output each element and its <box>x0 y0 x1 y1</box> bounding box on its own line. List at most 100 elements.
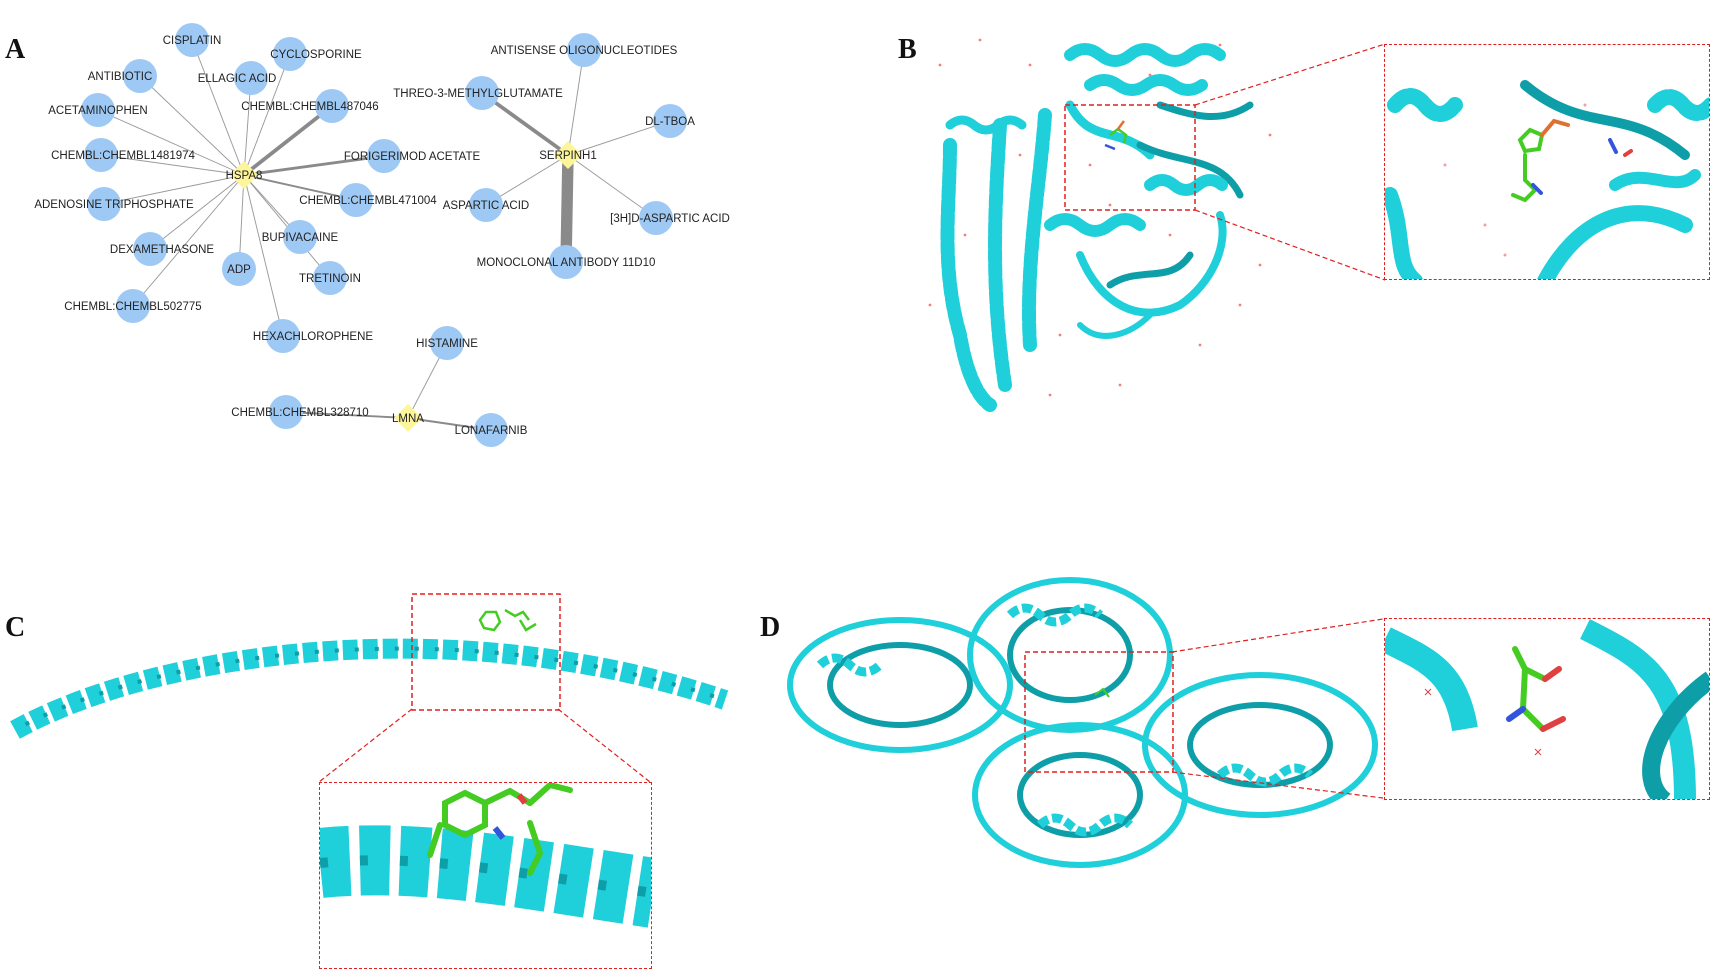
drug-node-label: ADP <box>227 264 251 276</box>
drug-node-label: ASPARTIC ACID <box>443 200 530 212</box>
drug-node-circle <box>339 183 373 217</box>
drug-node-circle <box>269 395 303 429</box>
panel-c-protein-structure <box>10 593 729 739</box>
edge-hspa8-cyclosporine <box>243 53 291 176</box>
drug-node-lonafarnib: LONAFARNIB <box>455 413 528 447</box>
panel-label-a: A <box>5 34 26 65</box>
drug-node-label: ACETAMINOPHEN <box>48 105 147 117</box>
edge-hspa8-dexamethasone <box>149 174 245 250</box>
drug-node-circle <box>474 413 508 447</box>
target-node-diamond <box>554 141 582 169</box>
target-node-diamond <box>394 404 422 432</box>
drug-node-circle <box>653 104 687 138</box>
panel-d-protein-structure <box>787 577 1378 868</box>
drug-node-circle <box>175 23 209 57</box>
drug-node-bupivacaine: BUPIVACAINE <box>262 220 339 254</box>
drug-node-circle <box>465 76 499 110</box>
drug-node-label: CHEMBL:CHEMBL487046 <box>241 101 378 113</box>
drug-node-label: ELLAGIC ACID <box>198 73 277 85</box>
target-node-hspa8: HSPA8 <box>226 161 263 189</box>
drug-node-tretinoin: TRETINOIN <box>299 261 361 295</box>
panel-b-zoom-inset <box>1384 44 1710 280</box>
edge-serpinh1-mab11d10 <box>560 154 574 263</box>
target-node-label: HSPA8 <box>226 170 263 182</box>
drug-node-chembl502775: CHEMBL:CHEMBL502775 <box>64 289 202 323</box>
drug-node-label: TRETINOIN <box>299 273 361 285</box>
panel-label-c: C <box>5 612 26 643</box>
edge-hspa8-atp <box>103 174 245 205</box>
drug-node-circle <box>234 61 268 95</box>
edge-serpinh1-h3aspartic <box>567 154 657 219</box>
drug-node-dltboa: DL-TBOA <box>645 104 695 138</box>
drug-node-circle <box>313 261 347 295</box>
drug-node-adp: ADP <box>222 252 256 286</box>
drug-node-label: DEXAMETHASONE <box>110 244 214 256</box>
panel-label-b: B <box>898 34 917 65</box>
drug-node-dexamethasone: DEXAMETHASONE <box>110 232 214 266</box>
drug-node-label: CHEMBL:CHEMBL1481974 <box>51 150 195 162</box>
edge-hspa8-forigerimod <box>243 154 385 177</box>
drug-node-circle <box>116 289 150 323</box>
drug-node-circle <box>549 245 583 279</box>
panel-b-zoom-lines <box>1195 43 1385 281</box>
target-node-lmna: LMNA <box>392 404 424 432</box>
drug-node-circle <box>430 326 464 360</box>
drug-node-label: CISPLATIN <box>163 35 222 47</box>
edge-hspa8-cisplatin <box>191 39 245 176</box>
drug-node-threo: THREO-3-METHYLGLUTAMATE <box>393 76 563 110</box>
drug-node-acetaminophen: ACETAMINOPHEN <box>48 93 148 127</box>
drug-node-histamine: HISTAMINE <box>416 326 478 360</box>
drug-node-label: [3H]D-ASPARTIC ACID <box>610 213 730 225</box>
target-node-label: SERPINH1 <box>539 150 597 162</box>
drug-node-circle <box>315 89 349 123</box>
drug-node-label: BUPIVACAINE <box>262 232 339 244</box>
drug-node-circle <box>367 139 401 173</box>
edge-hspa8-antibiotic <box>139 75 245 176</box>
panel-b-protein-structure <box>928 38 1272 412</box>
drug-node-antisense: ANTISENSE OLIGONUCLEOTIDES <box>491 33 678 67</box>
drug-node-label: THREO-3-METHYLGLUTAMATE <box>393 88 563 100</box>
drug-node-hexachlorophene: HEXACHLOROPHENE <box>253 319 373 353</box>
panel-label-d: D <box>760 612 781 643</box>
drug-node-cyclosporine: CYCLOSPORINE <box>270 37 362 71</box>
edge-hspa8-chembl1481974 <box>100 154 245 176</box>
edge-lmna-chembl328710 <box>285 411 409 419</box>
drug-node-circle <box>266 319 300 353</box>
drug-node-label: HISTAMINE <box>416 338 478 350</box>
target-node-serpinh1: SERPINH1 <box>539 141 597 169</box>
drug-node-label: CHEMBL:CHEMBL328710 <box>231 407 368 419</box>
drug-node-chembl471004: CHEMBL:CHEMBL471004 <box>299 183 437 217</box>
edge-hspa8-acetaminophen <box>97 109 245 176</box>
edge-serpinh1-antisense <box>567 49 585 156</box>
drug-node-circle <box>567 33 601 67</box>
drug-node-circle <box>87 187 121 221</box>
drug-node-circle <box>222 252 256 286</box>
drug-node-label: DL-TBOA <box>645 116 695 128</box>
drug-node-cisplatin: CISPLATIN <box>163 23 222 57</box>
edge-serpinh1-dltboa <box>567 120 671 156</box>
drug-node-label: MONOCLONAL ANTIBODY 11D10 <box>477 257 656 269</box>
network-edges <box>97 39 671 431</box>
drug-node-forigerimod: FORIGERIMOD ACETATE <box>344 139 480 173</box>
panel-d-zoom-lines <box>1172 618 1384 799</box>
drug-node-circle <box>123 59 157 93</box>
drug-node-circle <box>273 37 307 71</box>
drug-node-label: ADENOSINE TRIPHOSPHATE <box>34 199 194 211</box>
panel-c-zoom-lines <box>318 708 651 783</box>
drug-node-chembl328710: CHEMBL:CHEMBL328710 <box>231 395 369 429</box>
edge-hspa8-chembl471004 <box>243 174 357 201</box>
drug-node-circle <box>283 220 317 254</box>
drug-node-h3aspartic: [3H]D-ASPARTIC ACID <box>610 201 730 235</box>
drug-node-chembl1481974: CHEMBL:CHEMBL1481974 <box>51 138 196 172</box>
drug-node-circle <box>81 93 115 127</box>
drug-node-circle <box>469 188 503 222</box>
drug-node-circle <box>133 232 167 266</box>
target-node-label: LMNA <box>392 413 424 425</box>
edge-hspa8-hexachlorophene <box>243 174 284 337</box>
panel-c-zoom-inset <box>319 782 652 969</box>
drug-node-ellagic: ELLAGIC ACID <box>198 61 277 95</box>
edge-hspa8-chembl502775 <box>132 174 245 307</box>
panel-d-zoom-inset <box>1384 618 1710 800</box>
